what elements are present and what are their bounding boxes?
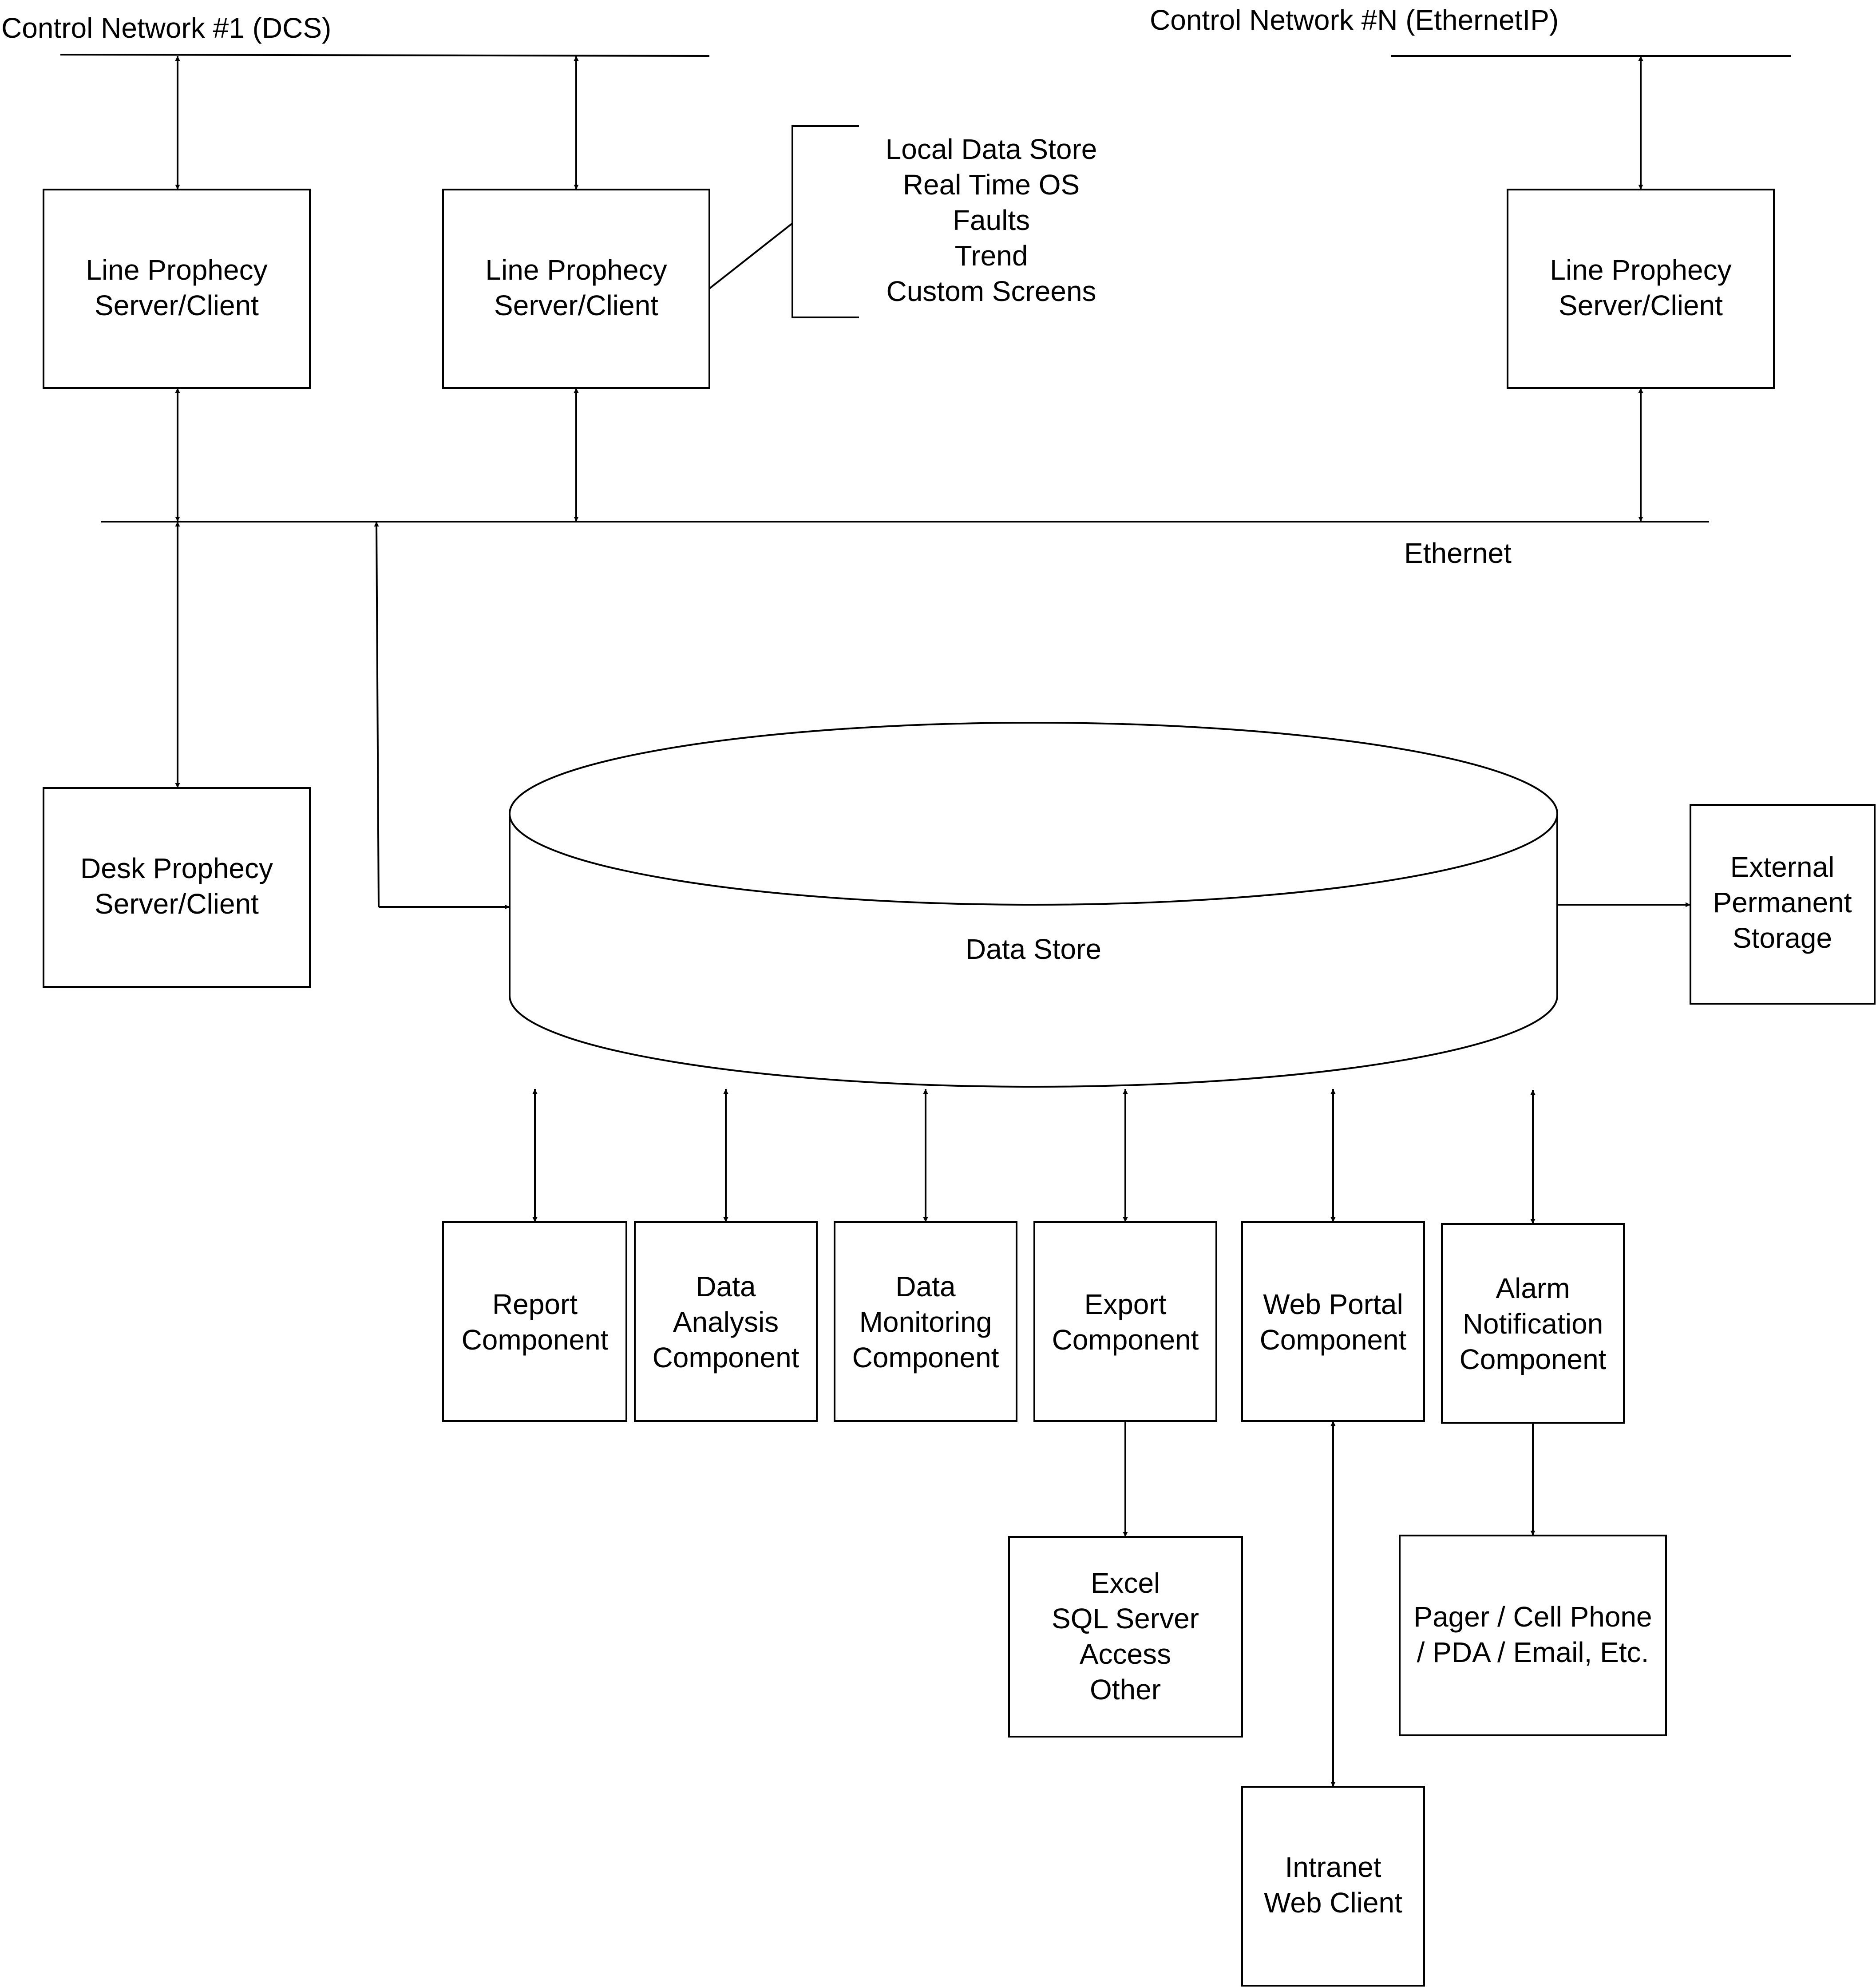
data-analysis-label-line2: Analysis [673,1306,779,1338]
external-permanent-storage: External Permanent Storage [1690,804,1876,1005]
data-monitoring-label-line2: Monitoring [859,1306,992,1338]
report-component-label-line1: Report [492,1288,578,1320]
intranet-web-client-box: Intranet Web Client [1241,1786,1425,1987]
control-network-1-bus [60,54,710,57]
local-feature-trend: Trend [955,240,1028,272]
data-analysis-component: Data Analysis Component [634,1221,818,1422]
intranet-label-line2: Web Client [1264,1887,1402,1919]
control-network-n-label: Control Network #N (EthernetIP) [1150,4,1559,36]
alarm-notification-component: Alarm Notification Component [1441,1223,1625,1424]
export-component-label-line1: Export [1084,1288,1167,1320]
alarm-label-line3: Component [1460,1343,1607,1375]
export-component-label-line2: Component [1052,1324,1199,1356]
line-prophecy-server-2-label-line1: Line Prophecy [485,254,667,286]
data-analysis-label-line3: Component [653,1342,799,1373]
pager-label-line2: / PDA / Email, Etc. [1417,1636,1649,1668]
export-target-other: Other [1090,1674,1161,1706]
web-portal-label-line2: Component [1260,1324,1407,1356]
line-prophecy-server-n-label-line2: Server/Client [1559,289,1723,321]
report-component: Report Component [442,1221,627,1422]
local-features-callout: Local Data Store Real Time OS Faults Tre… [708,125,1097,318]
web-portal-label-line1: Web Portal [1263,1288,1403,1320]
local-feature-faults: Faults [953,204,1030,236]
pager-cell-phone-box: Pager / Cell Phone / PDA / Email, Etc. [1399,1535,1667,1736]
export-targets-box: Excel SQL Server Access Other [1008,1536,1243,1738]
data-store-label: Data Store [966,933,1101,965]
line-prophecy-server-n: Line Prophecy Server/Client [1507,189,1775,389]
export-target-excel: Excel [1091,1567,1160,1599]
local-feature-custom-screens: Custom Screens [886,275,1096,307]
external-storage-label-line2: Permanent [1713,887,1852,918]
desk-prophecy-server-label-line1: Desk Prophecy [80,852,273,884]
control-network-1-label: Control Network #1 (DCS) [1,12,331,44]
export-component: Export Component [1033,1221,1217,1422]
local-feature-local-data-store: Local Data Store [886,133,1097,165]
data-monitoring-label-line3: Component [852,1342,999,1373]
data-monitoring-component: Data Monitoring Component [834,1221,1017,1422]
external-storage-label-line1: External [1730,851,1835,883]
line-prophecy-server-1: Line Prophecy Server/Client [43,189,311,389]
export-target-sql-server: SQL Server [1052,1603,1199,1635]
alarm-label-line2: Notification [1463,1308,1603,1340]
line-prophecy-server-n-label-line1: Line Prophecy [1550,254,1731,286]
line-prophecy-server-2-label-line2: Server/Client [494,289,658,321]
data-monitoring-label-line1: Data [895,1271,956,1302]
export-target-access: Access [1080,1638,1171,1670]
report-component-label-line2: Component [462,1324,609,1356]
desk-prophecy-server: Desk Prophecy Server/Client [43,787,311,988]
intranet-label-line1: Intranet [1285,1851,1381,1883]
pager-label-line1: Pager / Cell Phone [1413,1601,1652,1633]
local-feature-real-time-os: Real Time OS [903,169,1080,201]
data-analysis-label-line1: Data [696,1271,756,1302]
web-portal-component: Web Portal Component [1241,1221,1425,1422]
line-prophecy-server-1-label-line2: Server/Client [95,289,259,321]
alarm-label-line1: Alarm [1496,1272,1570,1304]
line-prophecy-server-2: Line Prophecy Server/Client [442,189,710,389]
ethernet-label: Ethernet [1404,537,1512,569]
line-prophecy-server-1-label-line1: Line Prophecy [86,254,267,286]
data-store-cylinder: Data Store [509,722,1558,1088]
desk-prophecy-server-label-line2: Server/Client [95,888,259,920]
arrow-ethernet-drop [374,521,380,907]
external-storage-label-line3: Storage [1733,922,1832,954]
